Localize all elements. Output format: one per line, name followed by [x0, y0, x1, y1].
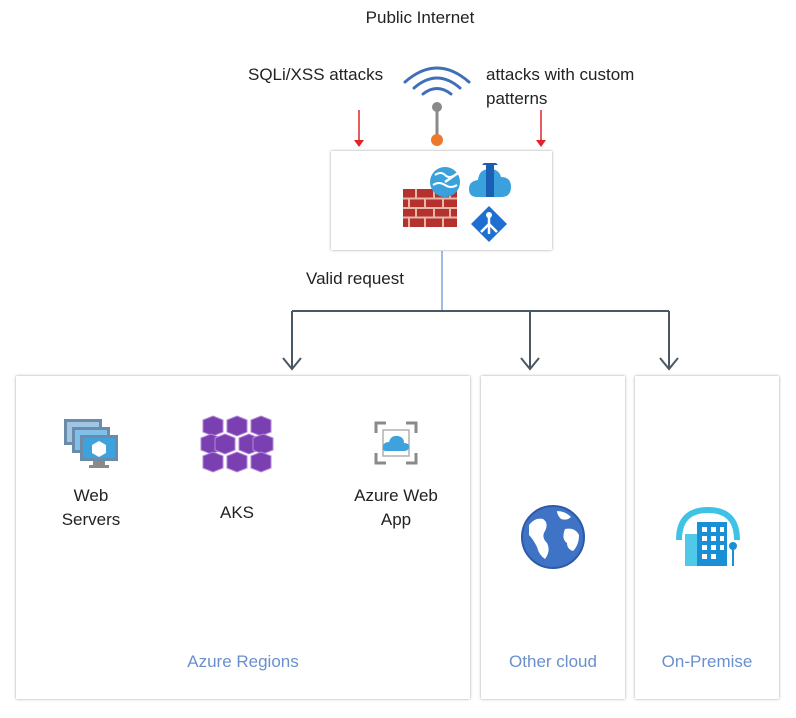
aks-label: AKS [219, 503, 255, 522]
attack-arrow-left [354, 110, 364, 147]
web-servers-icon [62, 417, 120, 469]
azure-regions-panel: Web Servers AKS [16, 376, 470, 699]
aks-icon [199, 414, 275, 474]
azure-regions-title: Azure Regions [187, 652, 299, 671]
building-icon [675, 506, 741, 568]
azure-web-app-label-line1: Azure Web [354, 486, 438, 505]
other-cloud-panel: Other cloud [481, 376, 625, 699]
internet-antenna-icon [400, 56, 474, 148]
azure-web-app-label-line2: App [380, 510, 412, 529]
azure-web-app-icon [374, 421, 418, 465]
threat-label-right-line1: attacks with custom [486, 65, 635, 84]
diagram-title: Public Internet [365, 8, 475, 27]
arrowhead-other-cloud [520, 357, 540, 371]
threat-label-right-line2: patterns [486, 89, 548, 108]
arrowhead-azure [282, 357, 302, 371]
front-door-icon [425, 165, 465, 199]
valid-request-label: Valid request [306, 269, 404, 288]
threat-label-left: SQLi/XSS attacks [248, 65, 384, 84]
arrowhead-on-premise [659, 357, 679, 371]
globe-icon [519, 503, 587, 571]
web-servers-label-line2: Servers [61, 510, 121, 529]
firewall-icon [403, 189, 457, 227]
on-premise-panel: On-Premise [635, 376, 779, 699]
app-gateway-icon [471, 206, 507, 242]
cdn-icon [469, 161, 511, 199]
attack-arrow-right [536, 110, 546, 147]
on-premise-title: On-Premise [661, 652, 753, 671]
other-cloud-title: Other cloud [509, 652, 597, 671]
web-servers-label-line1: Web [73, 486, 109, 505]
waf-gateway-card [331, 151, 552, 250]
